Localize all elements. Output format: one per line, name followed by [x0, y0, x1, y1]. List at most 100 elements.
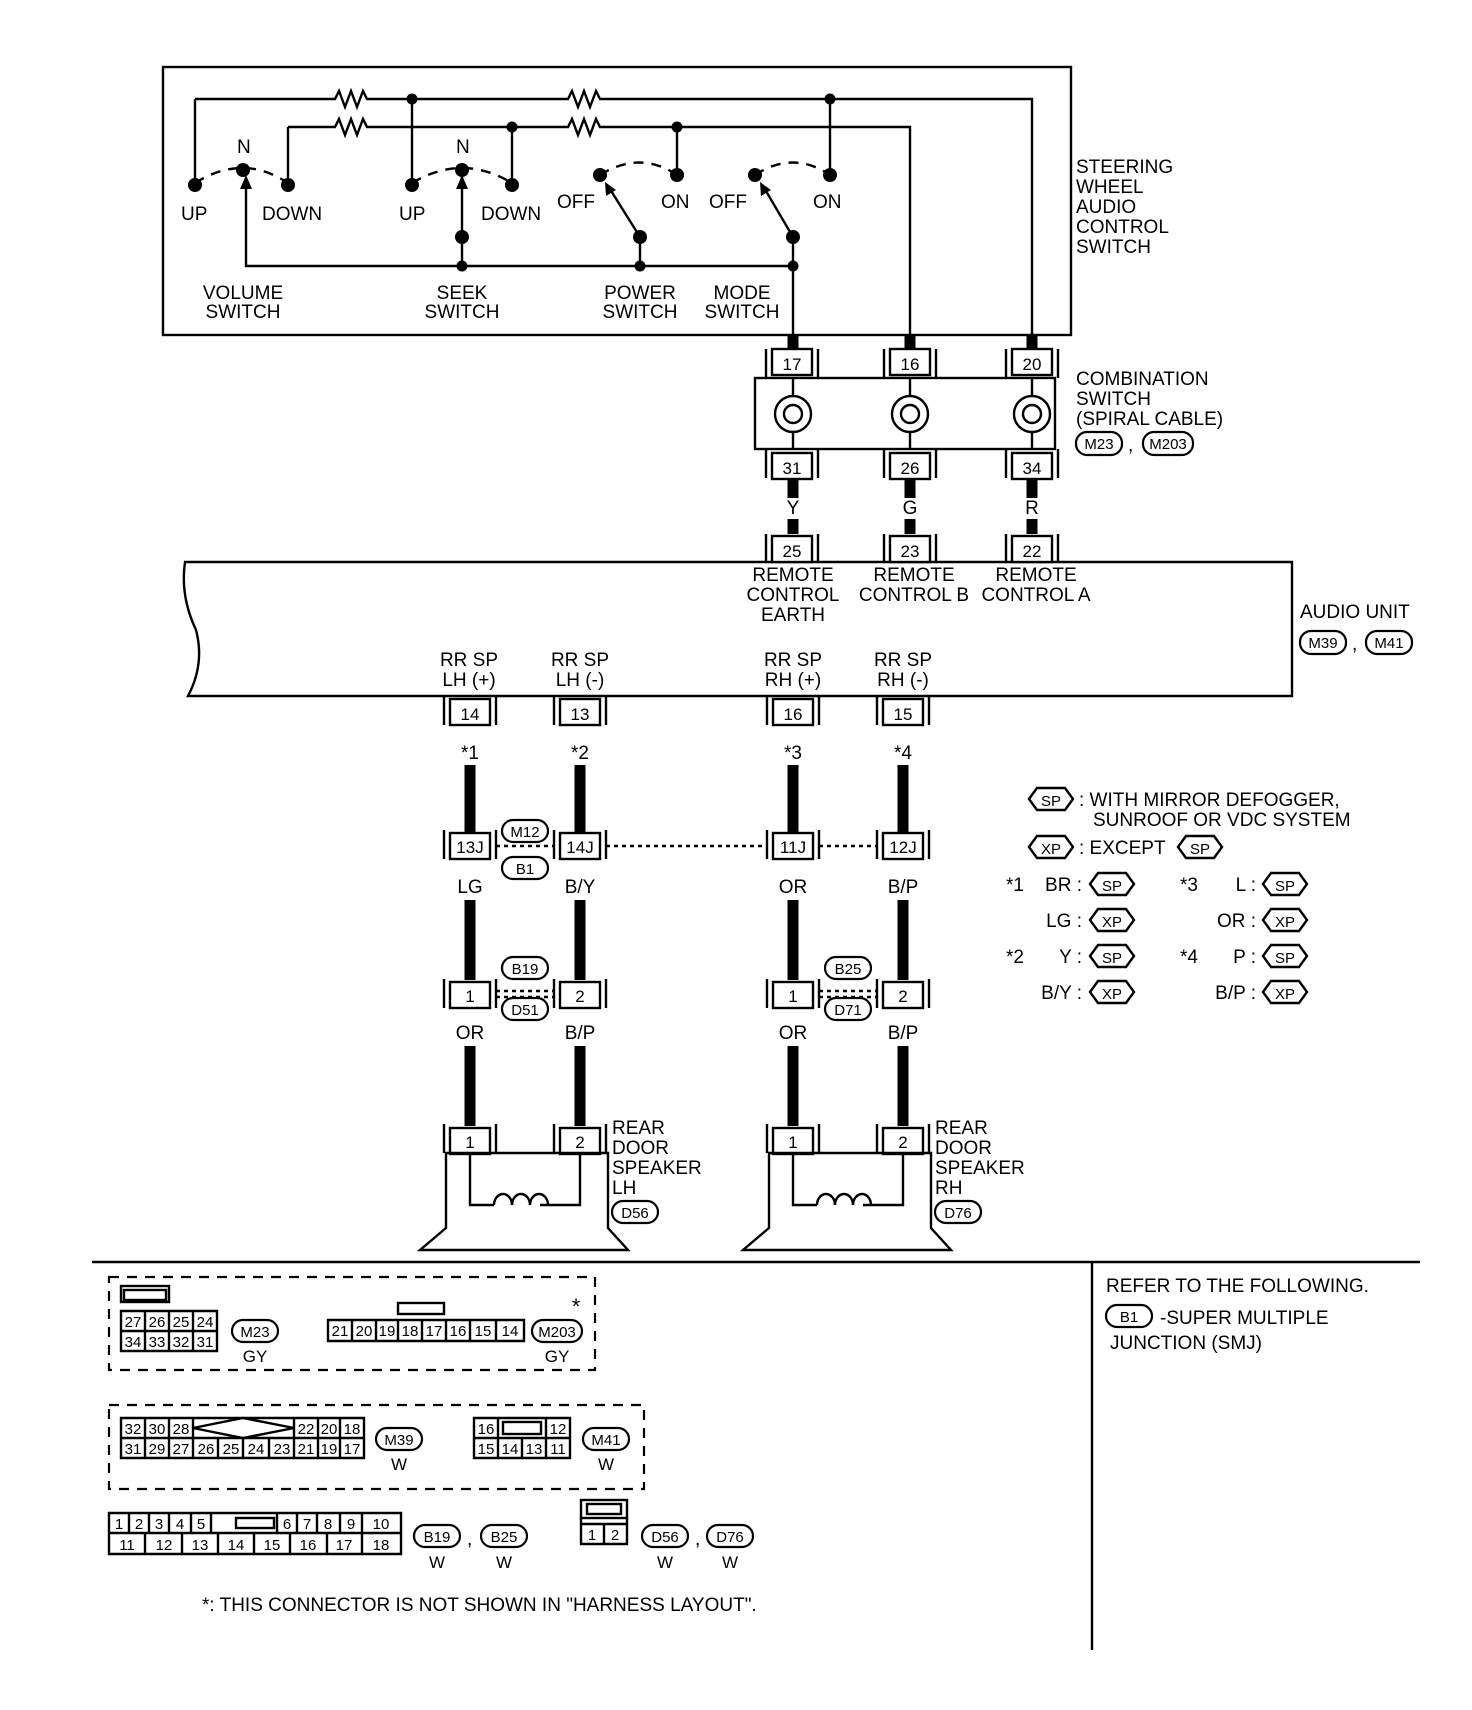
- speaker-lh-pin-1: 1: [465, 1133, 474, 1152]
- note-1-mark: *1: [1006, 875, 1024, 896]
- b19-cell-7: 7: [303, 1516, 311, 1533]
- m203-cell-14: 14: [502, 1323, 519, 1340]
- connector-m39: M39: [1308, 635, 1337, 652]
- m39-cell-22: 22: [298, 1421, 315, 1438]
- m39-cell-30: 30: [149, 1421, 166, 1438]
- combo-label-1: COMBINATION: [1076, 369, 1209, 390]
- m39-cell-28: 28: [173, 1421, 190, 1438]
- m203-view-label: M203: [538, 1324, 576, 1341]
- combo-pin-31: 31: [783, 459, 802, 478]
- switch-title-5: SWITCH: [1076, 237, 1151, 258]
- wire-color-r: R: [1025, 498, 1039, 519]
- mode-off-label: OFF: [709, 192, 747, 213]
- speaker-lh-pin-2: 2: [575, 1133, 584, 1152]
- b19-cell-16: 16: [300, 1537, 317, 1554]
- connector-d51: D51: [511, 1002, 539, 1019]
- legend-sp-text-2: SUNROOF OR VDC SYSTEM: [1093, 810, 1351, 831]
- spiral-cable-icon: [773, 378, 1052, 449]
- note-1-tag-b: XP: [1102, 914, 1122, 931]
- m23-cell-31: 31: [197, 1334, 214, 1351]
- m41-cell-16: 16: [478, 1421, 495, 1438]
- d56-cell-2: 2: [611, 1527, 619, 1544]
- b25-view-color: W: [496, 1553, 512, 1572]
- b19-cell-13: 13: [192, 1537, 209, 1554]
- rh-wire-color-b-p: B/P: [888, 1023, 919, 1044]
- mode-on-label: ON: [813, 192, 842, 213]
- remote-a-label-2: CONTROL A: [981, 585, 1090, 606]
- audio-pin-22: 22: [1023, 542, 1042, 561]
- audio-unit-label: AUDIO UNIT: [1300, 602, 1410, 623]
- volume-switch-label-2: SWITCH: [206, 302, 281, 323]
- b19-cell-12: 12: [156, 1537, 173, 1554]
- rr-sp-rh-minus-label-2: RH (-): [877, 670, 929, 691]
- m23-cell-25: 25: [173, 1314, 190, 1331]
- speaker-harness: 13J 14J 11J 12J M12 B1 LG B/Y OR B/P 1 2…: [442, 765, 931, 1126]
- legend-sp-text-1: : WITH MIRROR DEFOGGER,: [1079, 790, 1340, 811]
- m41-cell-14: 14: [502, 1441, 519, 1458]
- note-2-tag-b: XP: [1102, 986, 1122, 1003]
- wire-color-lg: LG: [457, 877, 482, 898]
- m39-view-color: W: [391, 1455, 407, 1474]
- volume-down-label: DOWN: [262, 204, 322, 225]
- d76-view-color: W: [722, 1553, 738, 1572]
- b19-cell-11: 11: [119, 1537, 135, 1554]
- connector-m203: M203: [1149, 436, 1187, 453]
- b19-cell-15: 15: [264, 1537, 281, 1554]
- note-4-mark: *4: [1180, 947, 1198, 968]
- rr-sp-lh-minus-label-1: RR SP: [551, 650, 609, 671]
- m41-view-color: W: [598, 1455, 614, 1474]
- audio-pin-15: 15: [894, 705, 913, 724]
- speaker-rh-label-2: DOOR: [935, 1138, 992, 1159]
- legend: SP : WITH MIRROR DEFOGGER, SUNROOF OR VD…: [1006, 786, 1351, 1005]
- m41-cell-12: 12: [550, 1421, 567, 1438]
- volume-n-label: N: [237, 137, 251, 158]
- volume-up-label: UP: [181, 204, 207, 225]
- m41-cell-13: 13: [526, 1441, 543, 1458]
- steering-wheel-audio-control-switch: UP DOWN N UP DOWN N OFF ON OFF ON VOLUME…: [161, 65, 1173, 337]
- m39-cell-19: 19: [321, 1441, 338, 1458]
- b19-cell-14: 14: [228, 1537, 245, 1554]
- power-switch-label-2: SWITCH: [603, 302, 678, 323]
- power-off-label: OFF: [557, 192, 595, 213]
- m39-cell-26: 26: [198, 1441, 215, 1458]
- svg-text:,: ,: [1352, 634, 1357, 655]
- remote-b-label-2: CONTROL B: [859, 585, 969, 606]
- switch-title-4: CONTROL: [1076, 217, 1169, 238]
- m203-cell-21: 21: [332, 1323, 349, 1340]
- note-3-tag-a: SP: [1275, 878, 1295, 895]
- rear-door-speaker-lh: 1 2 REAR DOOR SPEAKER LH D56: [416, 1118, 702, 1252]
- b19-cell-5: 5: [197, 1516, 205, 1533]
- m39-cell-27: 27: [173, 1441, 190, 1458]
- seek-switch-label-2: SWITCH: [425, 302, 500, 323]
- note-4-tag-b: XP: [1275, 986, 1295, 1003]
- smj-pin-12j: 12J: [889, 838, 916, 857]
- m23-cell-34: 34: [125, 1334, 142, 1351]
- seek-down-label: DOWN: [481, 204, 541, 225]
- m41-view-label: M41: [591, 1432, 620, 1449]
- m23-cell-26: 26: [149, 1314, 166, 1331]
- connector-views: 27 26 25 24 34 33 32 31 M23 GY 21 20 19 …: [107, 1275, 755, 1572]
- refer-section: REFER TO THE FOLLOWING. B1 -SUPER MULTIP…: [1104, 1276, 1369, 1354]
- note-3-tag-b: XP: [1275, 914, 1295, 931]
- b19-cell-6: 6: [283, 1516, 291, 1533]
- rh-joint-pin-2: 2: [898, 987, 907, 1006]
- m39-cell-31: 31: [125, 1441, 142, 1458]
- m203-cell-20: 20: [356, 1323, 373, 1340]
- remote-earth-label-1: REMOTE: [752, 565, 833, 586]
- audio-pin-14: 14: [461, 705, 480, 724]
- volume-switch-label-1: VOLUME: [203, 283, 283, 304]
- connector-b1: B1: [516, 861, 534, 878]
- m23-cell-32: 32: [173, 1334, 190, 1351]
- power-switch-label-1: POWER: [604, 283, 676, 304]
- m23-view-label: M23: [240, 1324, 269, 1341]
- lh-wire-color-or: OR: [456, 1023, 485, 1044]
- seek-up-label: UP: [399, 204, 425, 225]
- note-4-color-b: B/P :: [1215, 983, 1256, 1004]
- speaker-rh-label-1: REAR: [935, 1118, 988, 1139]
- d76-view-label: D76: [716, 1529, 744, 1546]
- seek-n-label: N: [456, 137, 470, 158]
- mode-switch-label-1: MODE: [714, 283, 771, 304]
- b19-cell-4: 4: [176, 1516, 184, 1533]
- b19-cell-9: 9: [347, 1516, 355, 1533]
- rr-sp-lh-plus-label-1: RR SP: [440, 650, 498, 671]
